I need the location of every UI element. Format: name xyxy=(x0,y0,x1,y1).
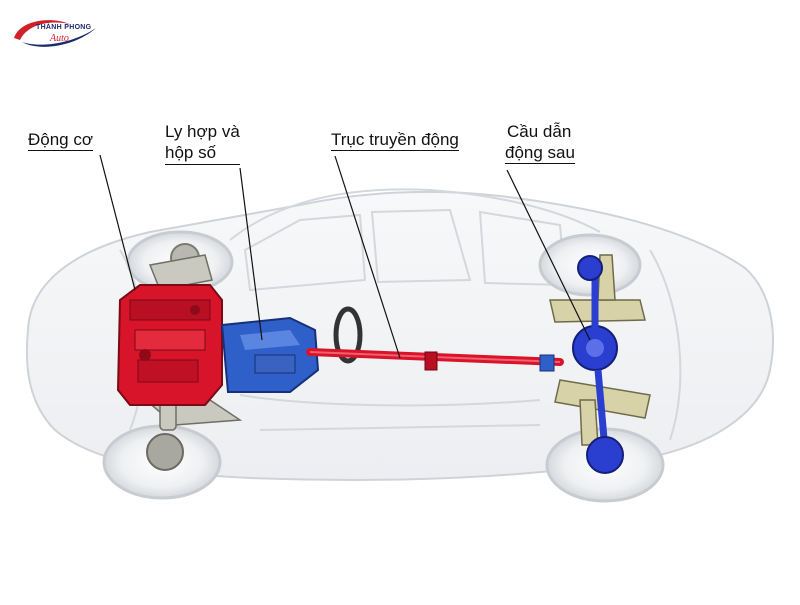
leader-axle xyxy=(506,169,591,341)
label-clutch-line1: Ly hợp và xyxy=(165,122,240,141)
label-axle-line2: động sau xyxy=(505,143,575,164)
label-driveshaft-text: Trục truyền động xyxy=(331,130,459,151)
brand-script: Auto xyxy=(50,33,69,44)
leader-driveshaft xyxy=(334,155,401,359)
engine xyxy=(116,284,223,406)
brand-name: THÀNH PHONG xyxy=(36,24,92,31)
label-clutch-line2: hộp số xyxy=(165,142,240,165)
leader-lines xyxy=(99,154,591,359)
label-driveshaft: Trục truyền động xyxy=(331,129,459,151)
transmission xyxy=(220,316,320,393)
wheel-front-right xyxy=(102,424,222,500)
label-engine: Động cơ xyxy=(28,129,94,151)
label-engine-text: Động cơ xyxy=(28,130,94,151)
label-clutch-gearbox: Ly hợp và hộp số xyxy=(165,121,240,165)
leader-clutch xyxy=(239,167,263,341)
steering-wheel xyxy=(333,306,363,364)
leader-engine xyxy=(99,154,136,291)
brand-swoosh-icon xyxy=(14,20,96,47)
driveshaft xyxy=(306,348,564,372)
brand-logo: THÀNH PHONG Auto xyxy=(10,14,102,54)
label-rear-axle: Cầu dẫn động sau xyxy=(505,121,575,164)
label-axle-line1: Cầu dẫn xyxy=(507,122,572,141)
rear-differential xyxy=(572,255,624,474)
